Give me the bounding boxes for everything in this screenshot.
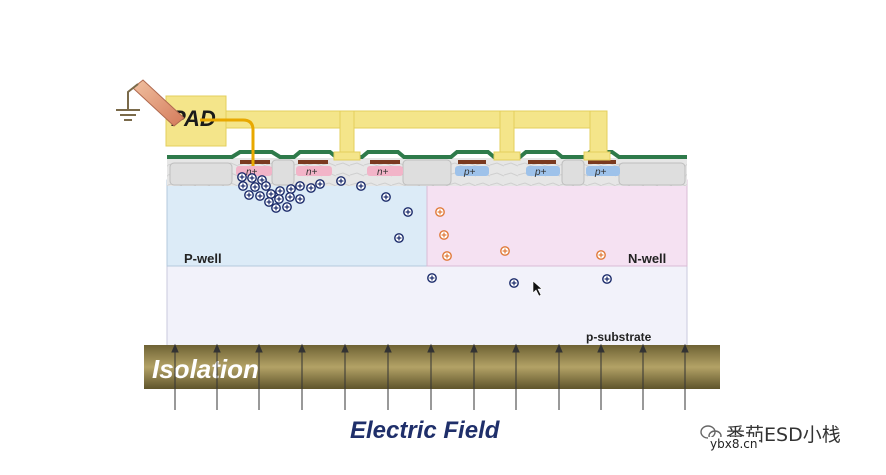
electron-marker bbox=[500, 246, 510, 256]
hole-marker bbox=[275, 186, 285, 196]
p-substrate-label: p-substrate bbox=[586, 330, 652, 344]
hole-marker bbox=[282, 202, 292, 212]
watermark-site: ybx8.cn bbox=[708, 437, 760, 451]
electron-markers bbox=[435, 207, 606, 261]
n-plus-label-1: n+ bbox=[246, 167, 258, 178]
hole-marker bbox=[509, 278, 519, 288]
hole-marker bbox=[427, 273, 437, 283]
field-oxide-mid-1 bbox=[271, 159, 295, 186]
contact-1 bbox=[240, 160, 270, 164]
contact-2 bbox=[298, 160, 328, 164]
p-plus-label-2: p+ bbox=[534, 167, 547, 178]
hole-marker bbox=[285, 192, 295, 202]
hole-marker bbox=[336, 176, 346, 186]
contact-3 bbox=[370, 160, 400, 164]
hole-marker bbox=[255, 191, 265, 201]
hole-marker bbox=[247, 173, 257, 183]
passivation-layer bbox=[167, 150, 687, 159]
p-plus-label-3: p+ bbox=[594, 167, 607, 178]
hole-marker bbox=[250, 182, 260, 192]
p-plus-label-1: p+ bbox=[463, 167, 476, 178]
ground-icon bbox=[116, 109, 140, 121]
hole-marker bbox=[286, 184, 296, 194]
field-oxide-mid-3 bbox=[561, 159, 585, 186]
contact-6 bbox=[588, 160, 616, 164]
hole-marker bbox=[264, 197, 274, 207]
hole-marker bbox=[381, 192, 391, 202]
hole-marker bbox=[237, 172, 247, 182]
electric-field-label: Electric Field bbox=[350, 417, 501, 444]
n-plus-label-3: n+ bbox=[377, 167, 389, 178]
field-oxide-left bbox=[169, 162, 233, 186]
field-oxide-right bbox=[618, 162, 686, 186]
metal-interconnect bbox=[224, 110, 611, 161]
cursor-icon bbox=[532, 280, 543, 297]
field-oxide-mid-2 bbox=[402, 159, 452, 186]
p-plus-diffusion-1 bbox=[455, 166, 489, 176]
hole-marker bbox=[274, 194, 284, 204]
electric-field-arrows bbox=[171, 343, 689, 410]
contact-5 bbox=[528, 160, 556, 164]
hole-marker bbox=[403, 207, 413, 217]
p-plus-diffusion-3 bbox=[586, 166, 620, 176]
hole-marker bbox=[356, 181, 366, 191]
hole-marker bbox=[271, 203, 281, 213]
pad-wire bbox=[200, 118, 255, 166]
electron-marker bbox=[596, 250, 606, 260]
electron-marker bbox=[435, 207, 445, 217]
p-well-label: P-well bbox=[184, 251, 222, 266]
p-plus-diffusion-2 bbox=[526, 166, 560, 176]
electron-marker bbox=[439, 230, 449, 240]
hole-marker bbox=[261, 181, 271, 191]
probe-icon bbox=[127, 79, 185, 127]
n-plus-label-2: n+ bbox=[306, 167, 318, 178]
hole-marker bbox=[266, 189, 276, 199]
contact-4 bbox=[458, 160, 486, 164]
n-plus-diffusion-2 bbox=[296, 166, 332, 176]
hole-marker bbox=[295, 181, 305, 191]
hole-marker bbox=[394, 233, 404, 243]
n-plus-diffusion-3 bbox=[367, 166, 403, 176]
hole-marker bbox=[602, 274, 612, 284]
hole-markers bbox=[237, 172, 612, 288]
electron-marker bbox=[442, 251, 452, 261]
hole-marker bbox=[315, 179, 325, 189]
hole-marker bbox=[244, 190, 254, 200]
isolation-label: Isolation bbox=[152, 354, 259, 384]
n-well-label: N-well bbox=[628, 251, 666, 266]
hole-marker bbox=[238, 181, 248, 191]
hole-marker bbox=[295, 194, 305, 204]
hole-marker bbox=[306, 183, 316, 193]
